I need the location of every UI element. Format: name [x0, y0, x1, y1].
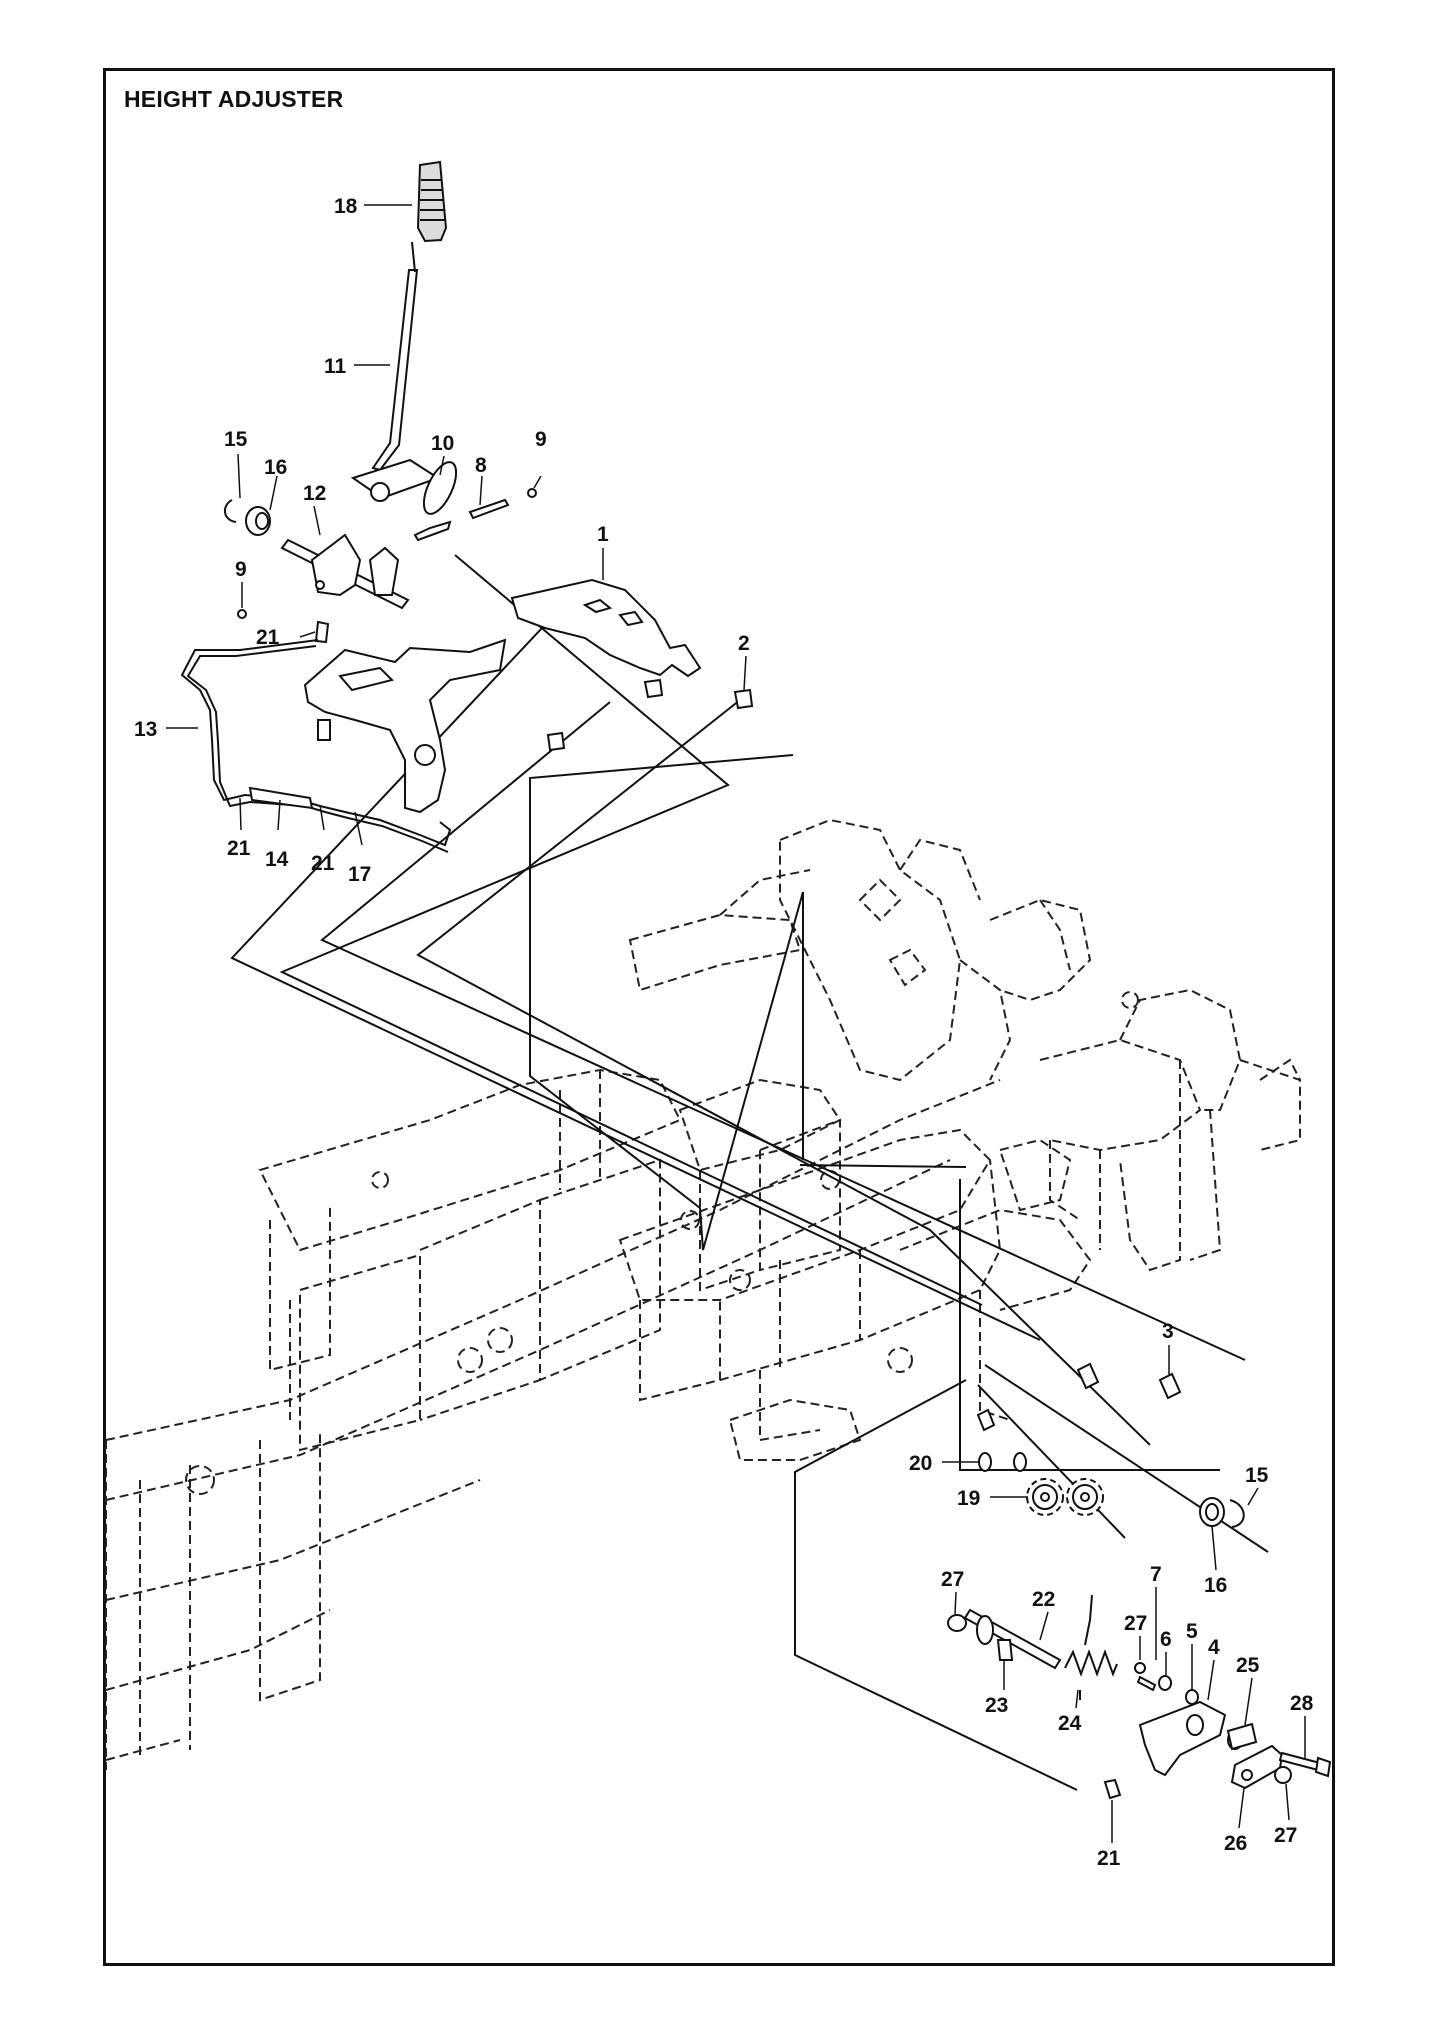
- callout-21-upper: 21: [256, 626, 280, 649]
- callout-11: 11: [324, 355, 347, 378]
- callout-6: 6: [1160, 1628, 1172, 1651]
- sprocket-part: [1026, 1478, 1104, 1516]
- callout-23: 23: [985, 1694, 1008, 1717]
- callout-14: 14: [265, 848, 289, 871]
- callout-16-top: 16: [264, 456, 287, 479]
- pivot-arm-part: [1138, 1700, 1227, 1777]
- callout-13: 13: [134, 718, 157, 741]
- callout-26: 26: [1224, 1832, 1247, 1855]
- callout-22: 22: [1032, 1588, 1055, 1611]
- callout-9-left: 9: [235, 558, 247, 581]
- callout-28: 28: [1290, 1692, 1314, 1715]
- callout-1: 1: [597, 523, 609, 546]
- pivot-assembly: [947, 1362, 1332, 1800]
- lever-rod-part: [371, 269, 419, 472]
- callout-21-bottom: 21: [1097, 1847, 1121, 1870]
- callout-27-c: 27: [1274, 1824, 1297, 1847]
- cover-plate-part: [510, 578, 702, 678]
- callout-9-top: 9: [535, 428, 547, 451]
- tractor-frame-outline: [105, 818, 1301, 1770]
- callout-25: 25: [1236, 1654, 1260, 1677]
- callout-19: 19: [957, 1487, 980, 1510]
- callout-21-b: 21: [311, 852, 335, 875]
- diagram-frame: [103, 68, 1335, 1966]
- callout-17: 17: [348, 863, 371, 886]
- callout-16-bottom: 16: [1204, 1574, 1227, 1597]
- callout-5: 5: [1186, 1620, 1198, 1643]
- diagram-title: HEIGHT ADJUSTER: [124, 86, 344, 112]
- callout-8: 8: [475, 454, 487, 477]
- callout-21-a: 21: [227, 837, 251, 860]
- chain-part: [180, 639, 452, 847]
- callout-27-b: 27: [1124, 1612, 1147, 1635]
- callout-4: 4: [1208, 1636, 1220, 1659]
- callout-10: 10: [431, 432, 454, 455]
- mounting-plate-part: [303, 638, 507, 814]
- callout-18: 18: [334, 195, 358, 218]
- callout-2: 2: [738, 632, 750, 655]
- callout-20: 20: [909, 1452, 932, 1475]
- assembly-pointer-lines: [230, 554, 1269, 1791]
- callout-15-bottom: 15: [1245, 1464, 1269, 1487]
- lever-assembly: [180, 160, 754, 853]
- callout-3: 3: [1162, 1320, 1174, 1343]
- callout-27-a: 27: [941, 1568, 964, 1591]
- callout-12: 12: [303, 482, 326, 505]
- callout-15-top: 15: [224, 428, 248, 451]
- lever-knob-part: [416, 160, 448, 243]
- callout-24: 24: [1058, 1712, 1082, 1735]
- callout-labels: 18 11 15 16 12 10 8 9 1 9 21 2 13 21 14 …: [134, 195, 1314, 1870]
- callout-7: 7: [1150, 1563, 1162, 1586]
- callout-leaders: [166, 204, 1306, 1843]
